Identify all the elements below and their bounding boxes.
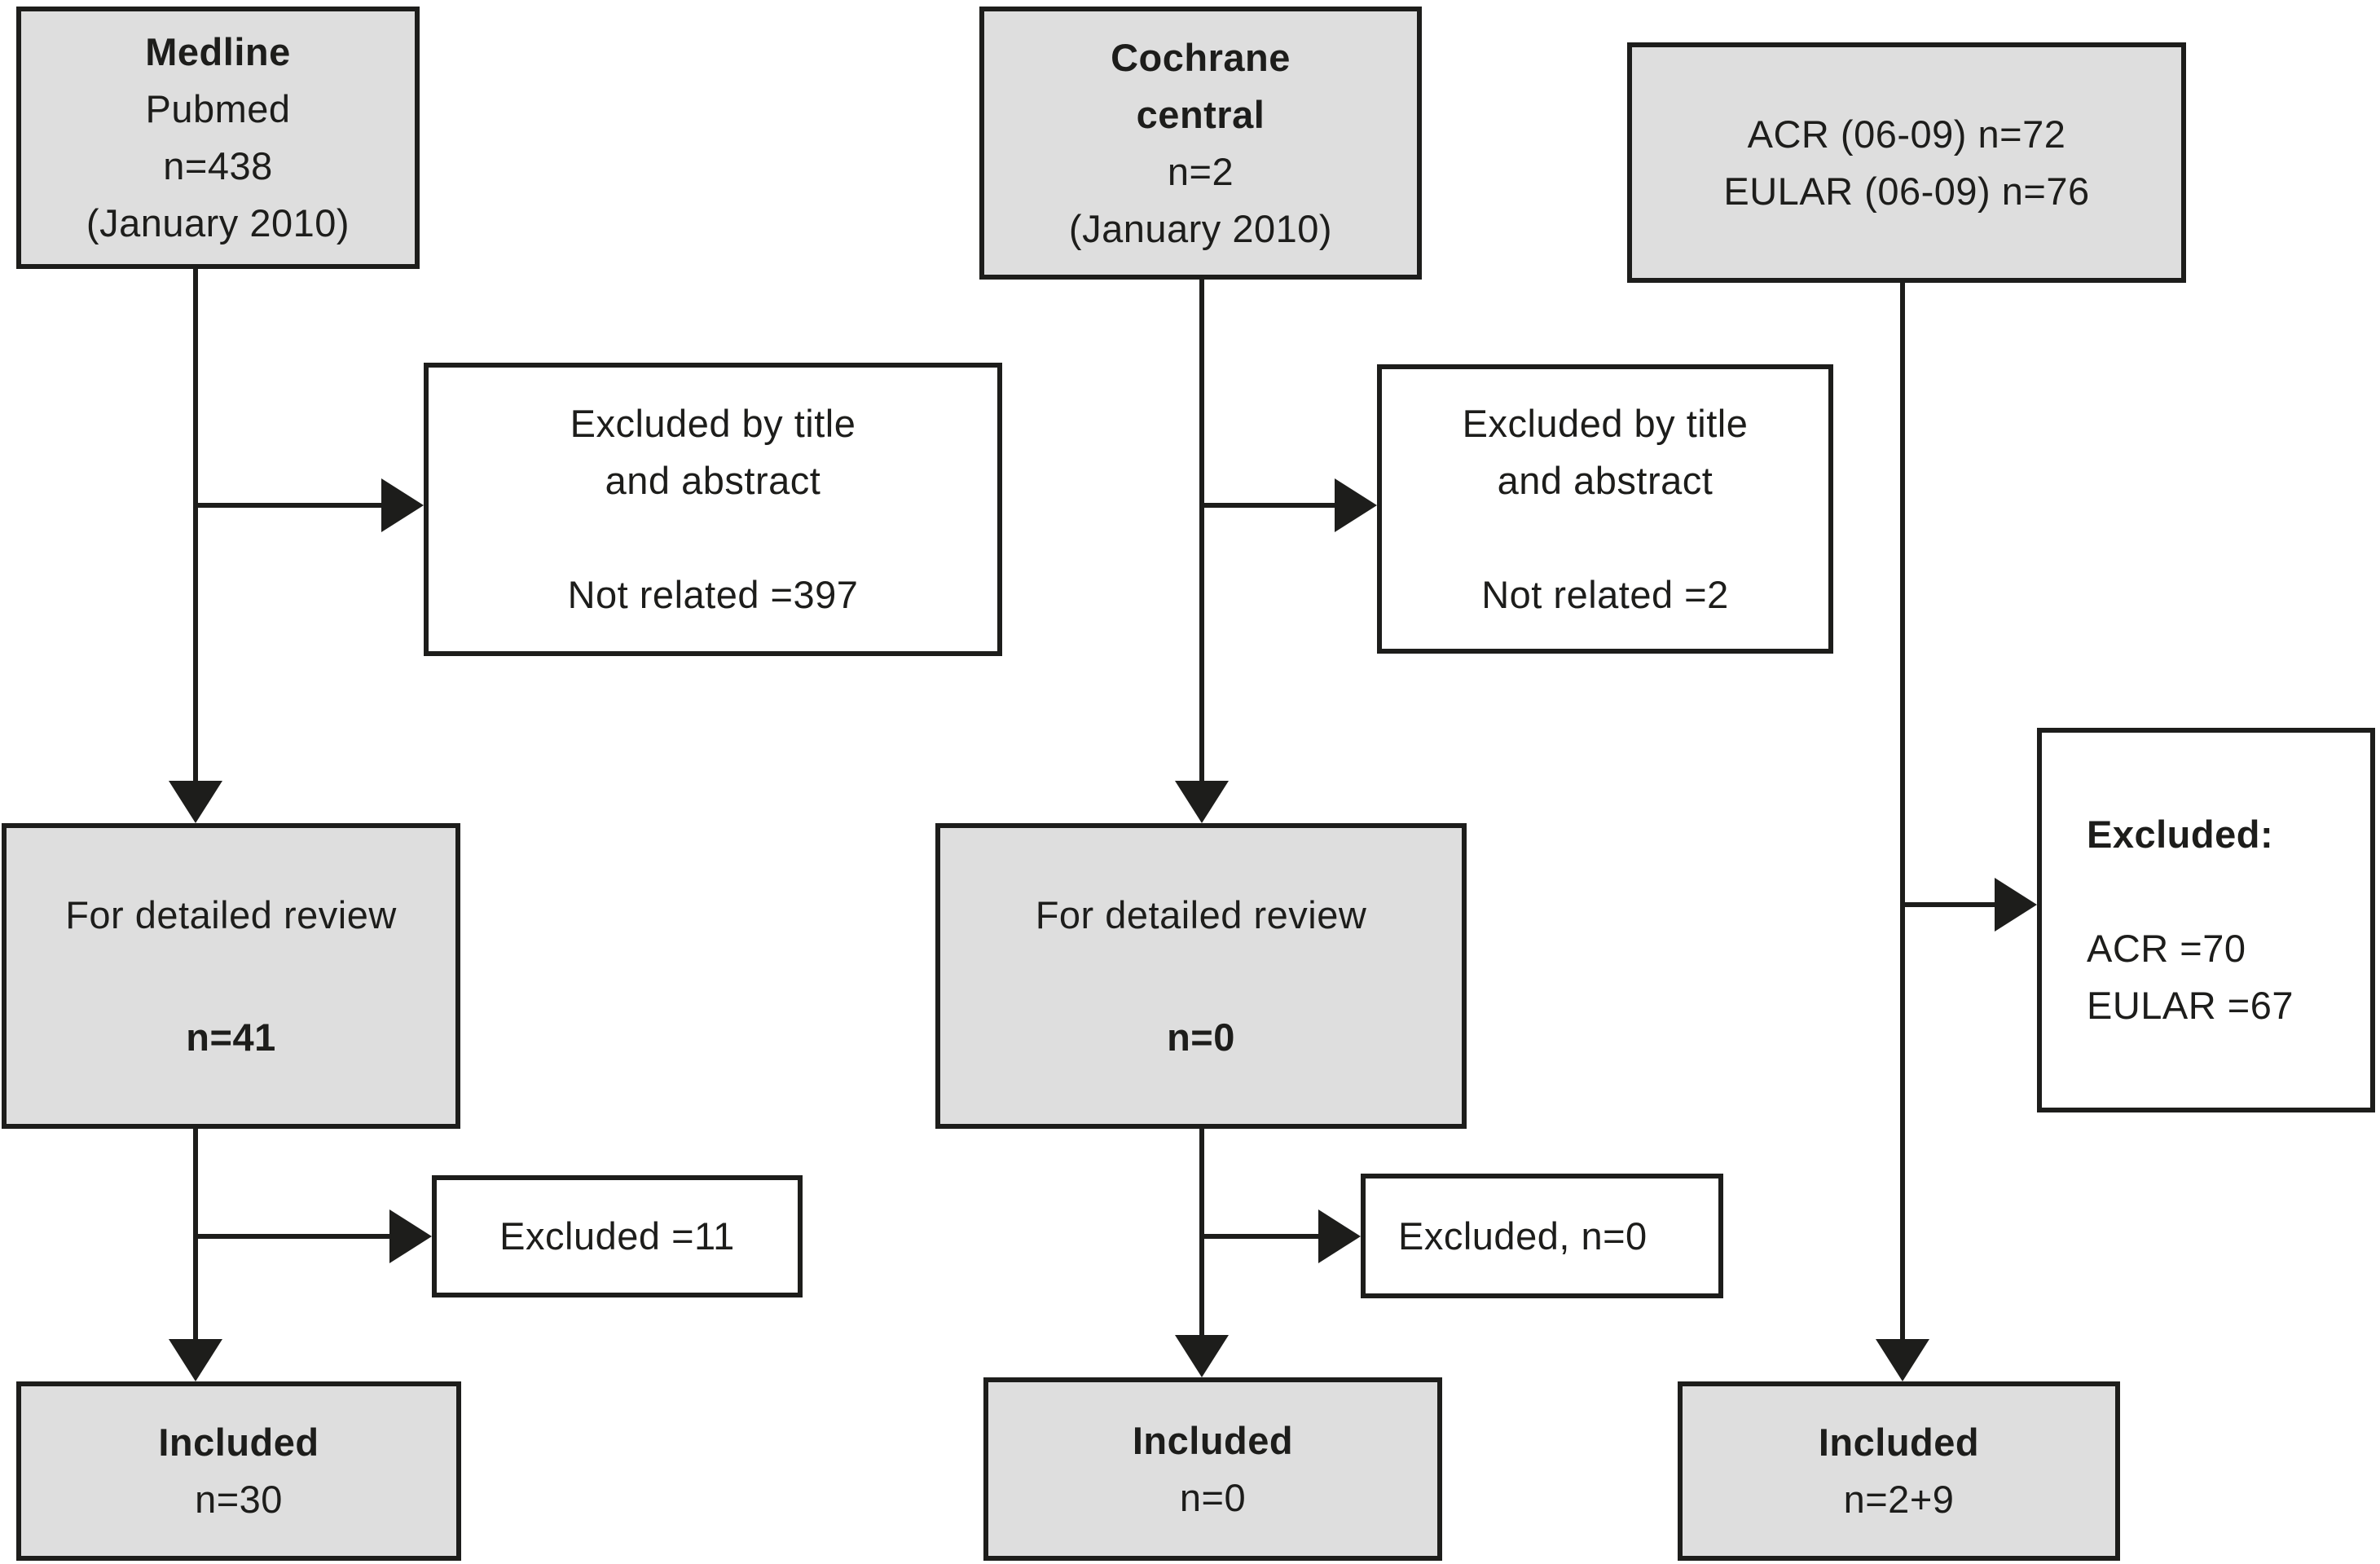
arrow-right-icon: [389, 1209, 432, 1263]
connector-line: [196, 1234, 391, 1239]
connector-line: [1202, 503, 1336, 508]
box-line: n=2+9: [1843, 1478, 1955, 1521]
arrow-right-icon: [381, 478, 424, 532]
connector-line: [193, 269, 198, 782]
box-line: (January 2010): [86, 201, 350, 245]
box-line: and abstract: [1497, 458, 1714, 502]
box-line: n=0: [1167, 1015, 1235, 1059]
box-line: central: [1136, 92, 1265, 136]
arrow-down-icon: [1876, 1339, 1929, 1381]
box-line: Pubmed: [145, 87, 291, 130]
cochrane-detailed-review-box: For detailed review n=0: [935, 823, 1467, 1129]
box-line: EULAR =67: [2087, 984, 2294, 1027]
box-line: Excluded, n=0: [1398, 1214, 1648, 1258]
box-line: n=0: [1179, 1475, 1247, 1519]
box-line: ACR =70: [2087, 927, 2246, 970]
arrow-down-icon: [1175, 781, 1229, 823]
arrow-right-icon: [1318, 1209, 1361, 1263]
box-line: Excluded by title: [570, 402, 856, 445]
medline-source-box: Medline Pubmed n=438 (January 2010): [16, 7, 420, 269]
cochrane-excluded-review-box: Excluded, n=0: [1361, 1174, 1723, 1298]
box-line: Not related =397: [567, 573, 859, 616]
box-line: Medline: [145, 30, 291, 73]
cochrane-source-box: Cochrane central n=2 (January 2010): [979, 7, 1422, 280]
box-line: For detailed review: [65, 892, 397, 936]
medline-detailed-review-box: For detailed review n=41: [2, 823, 460, 1129]
box-line: n=438: [163, 144, 273, 187]
connector-line: [1903, 902, 1996, 907]
box-line: Cochrane: [1111, 35, 1291, 79]
registries-included-box: Included n=2+9: [1678, 1381, 2120, 1561]
box-line: Included: [1132, 1418, 1294, 1462]
connector-line: [1202, 1234, 1320, 1239]
connector-line: [1199, 1129, 1204, 1335]
arrow-right-icon: [1995, 878, 2037, 932]
registries-excluded-box: Excluded: ACR =70 EULAR =67: [2037, 728, 2375, 1112]
box-line: n=2: [1167, 149, 1234, 193]
box-line: n=30: [195, 1478, 283, 1521]
arrow-down-icon: [169, 781, 222, 823]
box-line: ACR (06-09) n=72: [1747, 112, 2066, 156]
box-line: For detailed review: [1035, 892, 1367, 936]
connector-line: [1199, 280, 1204, 781]
box-line: (January 2010): [1068, 206, 1333, 250]
connector-line: [1900, 283, 1905, 1339]
box-line: and abstract: [605, 459, 821, 502]
box-line: Included: [1818, 1421, 1980, 1464]
arrow-down-icon: [169, 1339, 222, 1381]
arrow-down-icon: [1175, 1335, 1229, 1377]
box-line: Not related =2: [1481, 572, 1729, 616]
registries-source-box: ACR (06-09) n=72 EULAR (06-09) n=76: [1627, 42, 2186, 283]
medline-excluded-review-box: Excluded =11: [432, 1175, 803, 1297]
connector-line: [196, 503, 383, 508]
box-line: EULAR (06-09) n=76: [1723, 169, 2090, 213]
cochrane-excluded-title-box: Excluded by title and abstract Not relat…: [1377, 364, 1833, 654]
box-line: Included: [158, 1421, 319, 1464]
box-line: n=41: [186, 1015, 276, 1059]
medline-included-box: Included n=30: [16, 1381, 461, 1561]
cochrane-included-box: Included n=0: [983, 1377, 1442, 1561]
box-line: Excluded by title: [1462, 401, 1749, 445]
medline-excluded-title-box: Excluded by title and abstract Not relat…: [424, 363, 1002, 656]
box-line: Excluded =11: [499, 1214, 735, 1258]
arrow-right-icon: [1335, 478, 1377, 532]
box-line: Excluded:: [2087, 813, 2274, 856]
